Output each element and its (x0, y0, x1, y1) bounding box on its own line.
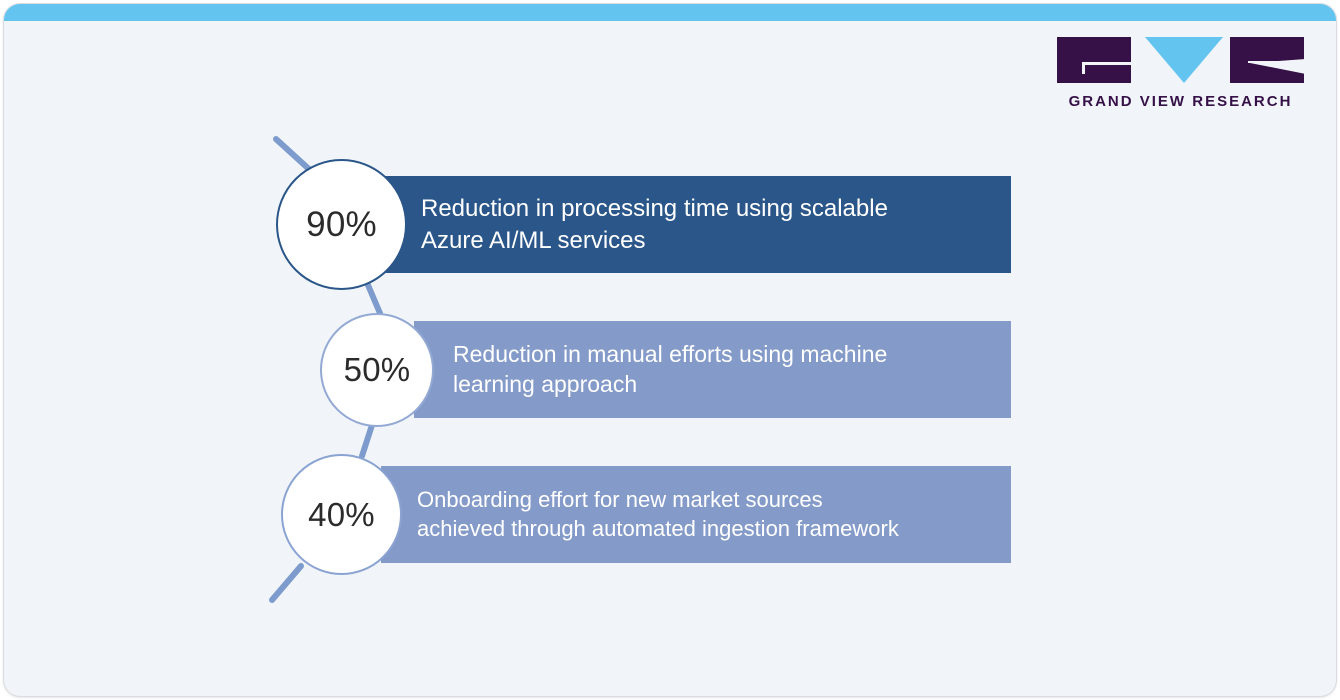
stat-bar-1-text: Reduction in processing time using scala… (421, 195, 888, 254)
content-card: GRAND VIEW RESEARCH Reduction in process… (4, 4, 1336, 696)
stat-circle-3: 40% (281, 454, 402, 575)
stat-circle-2: 50% (320, 313, 434, 427)
stat-circle-1: 90% (276, 159, 407, 290)
logo-wordmark: GRAND VIEW RESEARCH (1068, 93, 1293, 110)
stat-bar-2-text: Reduction in manual efforts using machin… (453, 340, 888, 397)
stat-circle-1-percent: 90% (306, 204, 377, 244)
logo-r-icon (1230, 37, 1304, 83)
stat-bar-1: Reduction in processing time using scala… (381, 176, 1011, 273)
logo-g-notch-vertical (1082, 62, 1085, 74)
top-accent-bar (4, 4, 1336, 21)
stat-bar-3: Onboarding effort for new market sources… (381, 466, 1011, 563)
brand-logo: GRAND VIEW RESEARCH (1057, 37, 1304, 110)
logo-g-notch-horizontal (1082, 62, 1133, 65)
stat-diagram: Reduction in processing time using scala… (4, 4, 1336, 696)
connector-2-3 (359, 419, 376, 459)
stat-bar-2: Reduction in manual efforts using machin… (414, 321, 1011, 418)
logo-r-wedge-line (1248, 61, 1304, 63)
stat-circle-3-percent: 40% (308, 495, 375, 533)
logo-g-icon (1057, 37, 1133, 83)
logo-marks (1057, 37, 1304, 83)
stat-bar-3-text: Onboarding effort for new market sources… (417, 486, 899, 541)
connector-bottom (269, 563, 304, 603)
stat-circle-2-percent: 50% (343, 351, 411, 388)
logo-v-icon (1145, 37, 1223, 83)
